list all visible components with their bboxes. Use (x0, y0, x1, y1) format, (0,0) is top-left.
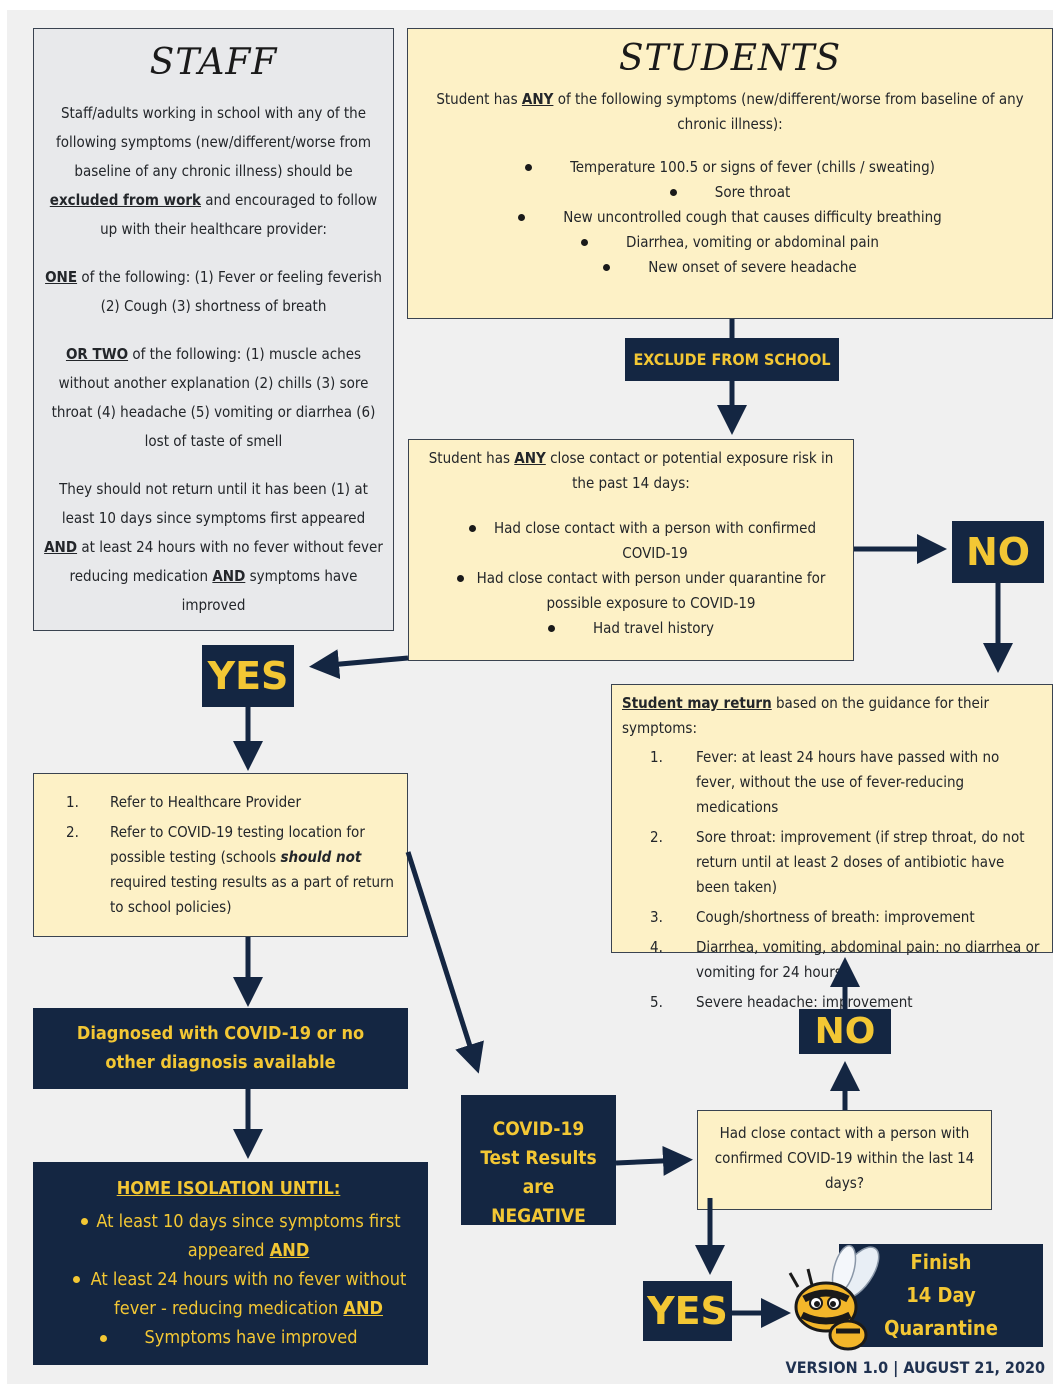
version-label: VERSION 1.0 | AUGUST 21, 2020 (785, 1358, 1045, 1377)
close-contact-question-box: Had close contact with a person with con… (697, 1110, 992, 1210)
staff-two-criteria: OR TWO of the following: (1) muscle ache… (51, 345, 376, 450)
yes-label-2: YES (647, 1289, 728, 1333)
diagnosed-label: Diagnosed with COVID-19 or no other diag… (76, 1023, 365, 1073)
list-item: Sore throat (418, 180, 1042, 205)
list-item: 1.Refer to Healthcare Provider (66, 793, 302, 811)
staff-title: STAFF (149, 42, 278, 83)
list-item: 2.Refer to COVID-19 testing location for… (66, 823, 394, 916)
no-label: NO (965, 530, 1031, 574)
students-box: STUDENTS Student has ANY of the followin… (407, 28, 1053, 319)
exclude-from-school-box: EXCLUDE FROM SCHOOL (625, 338, 839, 381)
diagnosed-box: Diagnosed with COVID-19 or no other diag… (33, 1008, 408, 1089)
contact-list: Had close contact with a person with con… (425, 516, 837, 641)
may-return-list: 1.Fever: at least 24 hours have passed w… (622, 745, 1042, 1015)
list-item: Diarrhea, vomiting or abdominal pain (418, 230, 1042, 255)
list-item: Had close contact with a person with con… (425, 516, 837, 566)
list-item: 5.Severe headache: improvement (650, 993, 913, 1011)
exclude-label: EXCLUDE FROM SCHOOL (633, 350, 831, 369)
close-contact-label: Had close contact with a person with con… (714, 1124, 975, 1192)
no-label-2: NO (814, 1011, 876, 1052)
quarantine-line: Finish (910, 1250, 972, 1274)
list-item: 4.Diarrhea, vomiting, abdominal pain: no… (650, 938, 1040, 981)
may-return-box: Student may return based on the guidance… (611, 684, 1053, 1011)
list-item: New uncontrolled cough that causes diffi… (418, 205, 1042, 230)
no-decision-box-2: NO (799, 1009, 891, 1054)
symptom-list: Temperature 100.5 or signs of fever (chi… (418, 155, 1042, 280)
list-item: Had close contact with person under quar… (425, 566, 837, 616)
staff-return-criteria: They should not return until it has been… (44, 480, 383, 614)
yes-decision-box-2: YES (643, 1281, 732, 1341)
refer-list: 1.Refer to Healthcare Provider 2.Refer t… (38, 790, 399, 920)
no-decision-box: NO (952, 521, 1044, 583)
staff-box: STAFF Staff/adults working in school wit… (33, 28, 394, 631)
home-isolation-box: HOME ISOLATION UNTIL: At least 10 days s… (33, 1162, 428, 1365)
refer-box: 1.Refer to Healthcare Provider 2.Refer t… (33, 773, 408, 937)
students-intro: Student has ANY of the following symptom… (436, 90, 1024, 133)
staff-one-criteria: ONE of the following: (1) Fever or feeli… (45, 268, 382, 315)
contact-risk-box: Student has ANY close contact or potenti… (408, 439, 854, 661)
isolation-list: At least 10 days since symptoms first ap… (43, 1207, 414, 1352)
yes-label: YES (207, 654, 289, 698)
list-item: At least 24 hours with no fever without … (43, 1265, 414, 1323)
list-item: New onset of severe headache (418, 255, 1042, 280)
may-return-intro: Student may return based on the guidance… (622, 694, 990, 737)
list-item: Temperature 100.5 or signs of fever (chi… (418, 155, 1042, 180)
isolation-title: HOME ISOLATION UNTIL: (116, 1178, 341, 1199)
hornet-mascot-logo (788, 1244, 880, 1351)
list-item: Had travel history (425, 616, 837, 641)
staff-intro: Staff/adults working in school with any … (49, 104, 378, 238)
quarantine-line: Quarantine (884, 1316, 998, 1340)
yes-decision-box: YES (202, 645, 294, 707)
list-item: Symptoms have improved (43, 1323, 414, 1352)
list-item: 1.Fever: at least 24 hours have passed w… (650, 748, 1000, 816)
students-title: STUDENTS (618, 38, 842, 79)
list-item: At least 10 days since symptoms first ap… (43, 1207, 414, 1265)
quarantine-line: 14 Day (906, 1283, 976, 1307)
list-item: 2.Sore throat: improvement (if strep thr… (650, 828, 1025, 896)
negative-label: COVID-19 Test Results are NEGATIVE (480, 1118, 597, 1227)
contact-intro: Student has ANY close contact or potenti… (428, 449, 834, 492)
negative-result-box: COVID-19 Test Results are NEGATIVE (461, 1095, 616, 1227)
list-item: 3.Cough/shortness of breath: improvement (650, 908, 975, 926)
